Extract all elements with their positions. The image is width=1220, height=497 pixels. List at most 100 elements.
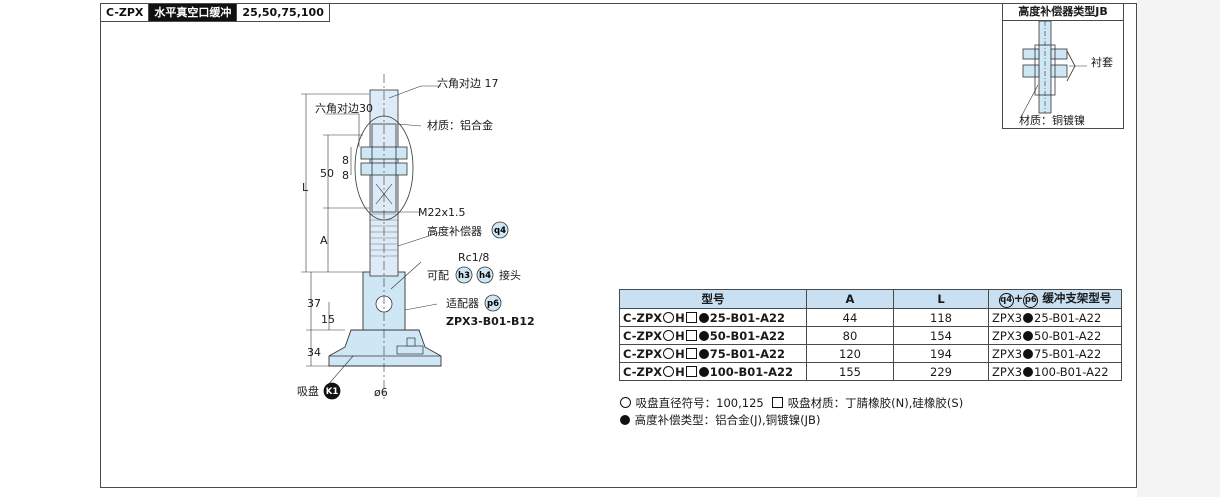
dot-symbol (698, 312, 709, 323)
note-compensator-type: 高度补偿类型：铝合金(J),铜镀镍(JB) (634, 413, 821, 427)
label-option-suffix: 接头 (499, 269, 521, 282)
box-symbol (685, 329, 697, 341)
dot-symbol (698, 330, 709, 341)
col-a: A (806, 289, 894, 309)
technical-drawing: 六角对边 17 六角对边30 材质：铝合金 L 50 8 8 A M22x1.5… (297, 74, 535, 400)
plus-sign: + (1013, 291, 1024, 305)
dim-8b: 8 (342, 169, 349, 182)
model-cell: C-ZPX H 25-B01-A22 (619, 308, 807, 327)
label-adapter: 适配器 (446, 297, 479, 310)
dot-symbol (698, 348, 709, 359)
inset-jb-detail: 高度补偿器类型JB 衬套 材质：铜镀镍 (1002, 4, 1124, 129)
ring-symbol (663, 347, 675, 359)
model-suffix: 50-B01-A22 (709, 328, 785, 343)
badge-h4: h4 (476, 266, 494, 284)
dim-8a: 8 (342, 154, 349, 167)
badge-q4: q4 (491, 221, 509, 239)
catalog-sheet: C-ZPX 水平真空口缓冲 25,50,75,100 高度补偿器类型JB 衬套 … (100, 3, 1137, 488)
bracket-suffix: 50-B01-A22 (1034, 328, 1102, 343)
inset-title: 高度补偿器类型JB (1003, 4, 1123, 21)
table-row: C-ZPX H 50-B01-A22 80 154 ZPX3 50-B01-A22 (619, 326, 1122, 345)
label-port: Rc1/8 (458, 251, 489, 264)
bracket-suffix: 75-B01-A22 (1034, 346, 1102, 361)
inset-diagram: 衬套 材质：铜镀镍 (1019, 20, 1113, 127)
dot-symbol (1023, 348, 1034, 359)
dim-50: 50 (320, 167, 334, 180)
dot-symbol (1023, 330, 1034, 341)
bracket-label: 缓冲支架型号 (1042, 291, 1112, 305)
label-hex30: 六角对边30 (315, 101, 373, 115)
ring-symbol (663, 329, 675, 341)
badge-p6-header: p6 (1023, 293, 1039, 308)
model-prefix: C-ZPX (623, 310, 663, 325)
model-suffix: 75-B01-A22 (709, 346, 785, 361)
model-prefix: C-ZPX (623, 364, 663, 379)
a-cell: 80 (806, 326, 894, 345)
dim-34: 34 (307, 346, 321, 359)
dot-symbol (1023, 312, 1034, 323)
box-symbol (772, 397, 784, 408)
model-cell: C-ZPX H 50-B01-A22 (619, 326, 807, 345)
bracket-prefix: ZPX3 (992, 310, 1023, 325)
box-symbol (685, 311, 697, 323)
label-option-prefix: 可配 (427, 269, 449, 282)
note-line-1: 吸盘直径符号：100,125 吸盘材质：丁腈橡胶(N),硅橡胶(S) (619, 395, 963, 412)
note-diameter: 吸盘直径符号：100,125 (635, 396, 764, 410)
l-cell: 118 (893, 308, 989, 327)
badge-p6: p6 (484, 294, 502, 312)
label-hex17: 六角对边 17 (437, 76, 499, 90)
dot-symbol (1023, 366, 1034, 377)
model-suffix: 100-B01-A22 (709, 364, 793, 379)
label-material: 材质：铝合金 (427, 118, 493, 132)
badge-h3: h3 (455, 266, 473, 284)
l-cell: 154 (893, 326, 989, 345)
inset-material-label: 材质：铜镀镍 (1019, 113, 1085, 127)
series-sizes: 25,50,75,100 (237, 4, 330, 22)
l-cell: 194 (893, 344, 989, 363)
l-cell: 229 (893, 362, 989, 381)
vacuum-pad-shape (328, 329, 442, 367)
model-mid: H (675, 328, 685, 343)
label-pad: 吸盘 (297, 384, 319, 398)
label-adapter-model: ZPX3-B01-B12 (446, 315, 535, 328)
bracket-prefix: ZPX3 (992, 364, 1023, 379)
badge-k1: K1 (323, 382, 341, 400)
model-cell: C-ZPX H 75-B01-A22 (619, 344, 807, 363)
dim-A: A (320, 234, 328, 247)
page-margin-strip (1137, 0, 1220, 497)
model-prefix: C-ZPX (623, 346, 663, 361)
model-prefix: C-ZPX (623, 328, 663, 343)
model-suffix: 25-B01-A22 (709, 310, 785, 325)
a-cell: 155 (806, 362, 894, 381)
svg-text:h3: h3 (458, 271, 470, 281)
model-mid: H (675, 346, 685, 361)
ring-symbol (620, 397, 631, 408)
dot-symbol (620, 415, 630, 425)
a-cell: 120 (806, 344, 894, 363)
label-thread: M22x1.5 (418, 206, 466, 219)
box-symbol (685, 347, 697, 359)
inset-sleeve-label: 衬套 (1091, 56, 1113, 69)
col-l: L (893, 289, 989, 309)
box-symbol (685, 365, 697, 377)
dim-15: 15 (321, 313, 335, 326)
svg-text:q4: q4 (494, 226, 506, 236)
dim-L: L (302, 181, 309, 194)
series-name: 水平真空口缓冲 (149, 4, 238, 22)
bracket-suffix: 25-B01-A22 (1034, 310, 1102, 325)
bracket-prefix: ZPX3 (992, 328, 1023, 343)
bracket-cell: ZPX3 50-B01-A22 (988, 326, 1122, 345)
table-header-row: 型号 A L q4+p6 缓冲支架型号 (619, 289, 1122, 309)
dot-symbol (698, 366, 709, 377)
series-code: C-ZPX (101, 4, 150, 22)
label-compensator: 高度补偿器 (427, 224, 482, 238)
model-mid: H (675, 310, 685, 325)
col-bracket: q4+p6 缓冲支架型号 (988, 289, 1122, 309)
badge-q4-header: q4 (998, 293, 1014, 308)
